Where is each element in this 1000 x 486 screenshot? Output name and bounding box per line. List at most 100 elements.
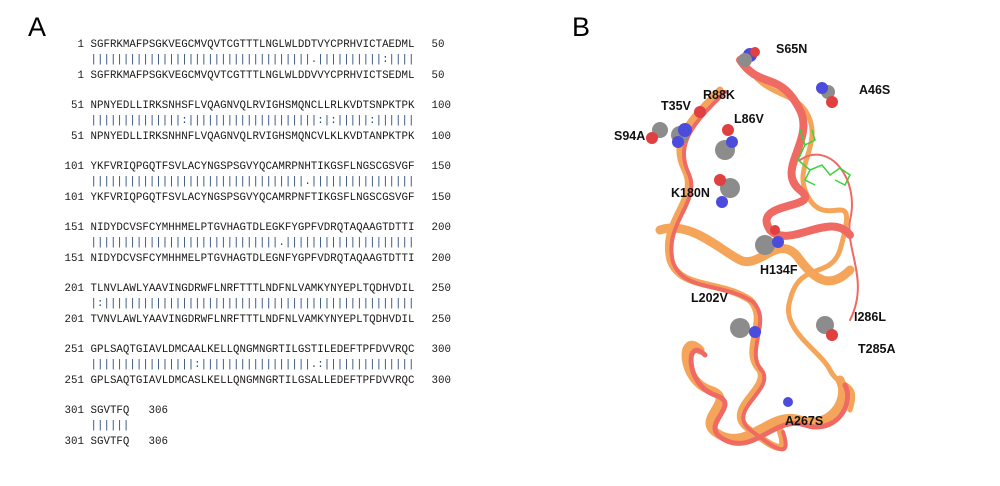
match-symbols: ||||||||||||||||:|||||||||||||||||.:||||…	[90, 359, 415, 372]
sphere-l86v	[715, 124, 738, 160]
sequence-text: SGVTFQ	[90, 405, 130, 417]
start-position	[56, 419, 84, 434]
match-row: |||||||||||||||||||||||||||||||||.||||||…	[56, 175, 451, 190]
end-position: 200	[431, 252, 451, 265]
query-row: 251 GPLSAQTGIAVLDMCAALKELLQNGMNGRTILGSTIL…	[56, 343, 451, 358]
query-row: 151 NIDYDCVSFCYMHHMELPTGVHAGTDLEGKFYGPFVD…	[56, 221, 451, 236]
protein-structure-overlay: S65N A46S R88K T35V L86V S94A K180N H134…	[614, 42, 896, 452]
sphere-a46s	[816, 82, 838, 108]
match-row: ||||||||||||||:||||||||||||||||||||:|:||…	[56, 114, 451, 129]
end-position: 100	[431, 100, 451, 112]
label-i286l: I286L	[854, 310, 886, 324]
query-row: 1 SGFRKMAFPSGKVEGCMVQVTCGTTTLNGLWLDDTVYCP…	[56, 38, 451, 53]
start-position: 151	[64, 252, 84, 265]
ligand-sticks	[797, 129, 851, 187]
sequence-text: YKFVRIQPGQTFSVLACYNGSPSGVYQCAMRPNHTIKGSF…	[90, 161, 415, 173]
sequence-text: NIDYDCVSFCYMHHMELPTGVHAGTDLEGNFYGPFVDRQT…	[90, 252, 415, 265]
ribbon-structure-b	[669, 56, 859, 452]
label-h134f: H134F	[760, 263, 798, 277]
sequence-text: NPNYEDLLIRKSNHSFLVQAGNVQLRVIGHSMQNCLLRLK…	[90, 100, 415, 112]
start-position: 251	[64, 344, 84, 356]
sphere-a267s	[783, 397, 793, 407]
sphere-i286l	[816, 316, 838, 341]
match-symbols: |:||||||||||||||||||||||||||||||||||||||…	[90, 298, 415, 311]
sequence-text: SGFRKMAFPSGKVEGCMVQVTCGTTTLNGLWLDDTVYCPR…	[90, 39, 415, 51]
start-position	[56, 175, 84, 190]
subject-row: 201 TVNVLAWLYAAVINGDRWFLNRFTTTLNDFNLVAMKY…	[56, 313, 451, 328]
sequence-text: SGFRKMAFPSGKVEGCMVQVTCGTTTLNGLWLDDVVYCPR…	[90, 69, 415, 82]
subject-row: 101 YKFVRIQPGQTFSVLACYNGSPSGVYQCAMRPNFTIK…	[56, 191, 451, 206]
sphere-s94a-t35v	[646, 106, 706, 148]
residue-spheres	[646, 47, 838, 407]
residue-labels: S65N A46S R88K T35V L86V S94A K180N H134…	[614, 42, 896, 428]
label-t285a: T285A	[858, 342, 896, 356]
start-position: 201	[64, 283, 84, 295]
match-symbols: ||||||||||||||||||||||||||||||||||.|||||…	[90, 54, 415, 67]
label-a267s: A267S	[785, 414, 823, 428]
subject-row: 251 GPLSAQTGIAVLDMCASLKELLQNGMNGRTILGSALL…	[56, 374, 451, 389]
panel-a-label: A	[28, 12, 47, 42]
match-row: ||||||||||||||||:|||||||||||||||||.:||||…	[56, 358, 451, 373]
start-position: 1	[77, 39, 84, 51]
start-position: 151	[64, 222, 84, 234]
start-position	[56, 114, 84, 129]
end-position: 300	[431, 344, 451, 356]
sequence-alignment: 1 SGFRKMAFPSGKVEGCMVQVTCGTTTLNGLWLDDTVYCP…	[56, 38, 451, 465]
end-position: 150	[431, 191, 451, 204]
sequence-text: GPLSAQTGIAVLDMCASLKELLQNGMNGRTILGSALLEDE…	[90, 374, 415, 387]
label-r88k: R88K	[703, 88, 735, 102]
end-position: 100	[431, 130, 451, 143]
label-s94a: S94A	[614, 129, 645, 143]
start-position	[56, 236, 84, 251]
match-symbols: |||||||||||||||||||||||||||||.||||||||||…	[90, 237, 415, 250]
end-position: 306	[148, 405, 168, 417]
sequence-text: TLNVLAWLYAAVINGDRWFLNRFTTTLNDFNLVAMKYNYE…	[90, 283, 415, 295]
start-position: 301	[64, 435, 84, 448]
start-position: 251	[64, 374, 84, 387]
end-position: 300	[431, 374, 451, 387]
match-row: ||||||	[56, 419, 451, 434]
alignment-block: 201 TLNVLAWLYAAVINGDRWFLNRFTTTLNDFNLVAMKY…	[56, 282, 451, 343]
label-a46s: A46S	[859, 83, 890, 97]
match-symbols: ||||||	[90, 420, 130, 433]
end-position: 250	[431, 313, 451, 326]
sequence-text: YKFVRIQPGQTFSVLACYNGSPSGVYQCAMRPNFTIKGSF…	[90, 191, 415, 204]
start-position	[56, 53, 84, 68]
start-position	[56, 358, 84, 373]
alignment-block: 1 SGFRKMAFPSGKVEGCMVQVTCGTTTLNGLWLDDTVYCP…	[56, 38, 451, 99]
sequence-text: SGVTFQ	[90, 435, 130, 448]
subject-row: 151 NIDYDCVSFCYMHHMELPTGVHAGTDLEGNFYGPFVD…	[56, 252, 451, 267]
match-row: ||||||||||||||||||||||||||||||||||.|||||…	[56, 53, 451, 68]
alignment-block: 151 NIDYDCVSFCYMHHMELPTGVHAGTDLEGKFYGPFVD…	[56, 221, 451, 282]
subject-row: 301 SGVTFQ 306	[56, 435, 451, 450]
sequence-text: NIDYDCVSFCYMHHMELPTGVHAGTDLEGKFYGPFVDRQT…	[90, 222, 415, 234]
start-position: 201	[64, 313, 84, 326]
label-l86v: L86V	[734, 112, 765, 126]
alignment-block: 251 GPLSAQTGIAVLDMCAALKELLQNGMNGRTILGSTIL…	[56, 343, 451, 404]
sequence-text: GPLSAQTGIAVLDMCAALKELLQNGMNGRTILGSTILEDE…	[90, 344, 415, 356]
sequence-text: TVNVLAWLYAAVINGDRWFLNRFTTTLNDFNLVAMKYNYE…	[90, 313, 415, 326]
sequence-text: NPNYEDLLIRKSNHNFLVQAGNVQLRVIGHSMQNCVLKLK…	[90, 130, 415, 143]
label-l202v: L202V	[691, 291, 728, 305]
start-position: 101	[64, 161, 84, 173]
end-position: 50	[431, 69, 445, 82]
start-position: 101	[64, 191, 84, 204]
query-row: 101 YKFVRIQPGQTFSVLACYNGSPSGVYQCAMRPNHTIK…	[56, 160, 451, 175]
sphere-l202v	[730, 318, 761, 338]
subject-row: 1 SGFRKMAFPSGKVEGCMVQVTCGTTTLNGLWLDDVVYCP…	[56, 69, 451, 84]
end-position: 306	[148, 435, 168, 448]
end-position: 150	[431, 161, 451, 173]
alignment-block: 301 SGVTFQ 306 |||||| 301 SGVTFQ 306	[56, 404, 451, 465]
start-position: 1	[77, 69, 84, 82]
label-k180n: K180N	[671, 186, 710, 200]
panel-b-label: B	[572, 12, 591, 42]
label-s65n: S65N	[776, 42, 807, 56]
sphere-h134f	[755, 225, 784, 255]
match-symbols: ||||||||||||||:||||||||||||||||||||:|:||…	[90, 115, 415, 128]
sphere-k180n	[714, 174, 740, 208]
end-position: 50	[431, 39, 445, 51]
end-position: 250	[431, 283, 451, 295]
